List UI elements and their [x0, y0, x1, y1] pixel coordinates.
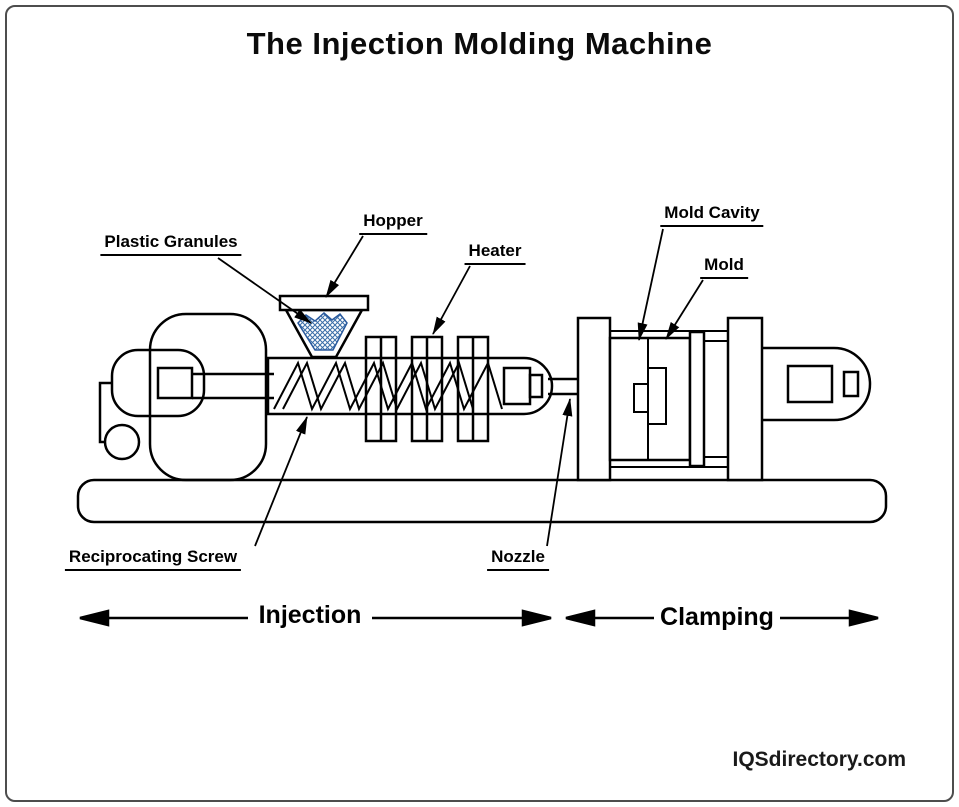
rear-platen — [726, 316, 764, 482]
injection-arrow-left-icon — [79, 609, 110, 627]
label-nozzle: Nozzle — [487, 547, 549, 571]
hopper-shape — [278, 294, 370, 359]
label-reciprocating-screw: Reciprocating Screw — [64, 547, 242, 571]
section-arrows — [79, 609, 879, 627]
drive-wheel — [103, 423, 141, 461]
fixed-platen — [576, 316, 612, 482]
check-valve — [502, 366, 532, 406]
clamp-piston — [786, 364, 834, 404]
mold-shape — [608, 336, 692, 462]
clamp-cylinder — [762, 346, 872, 422]
heater-bands — [364, 335, 490, 443]
barrel — [266, 356, 580, 416]
label-heater: Heater — [464, 241, 526, 265]
mold-leader — [665, 279, 704, 340]
clamping-arrow-left-icon — [565, 609, 596, 627]
mold-cavity-leader — [637, 228, 664, 341]
section-label-clamping: Clamping — [660, 603, 774, 631]
section-label-injection: Injection — [258, 601, 362, 629]
hopper-cap — [278, 294, 370, 312]
screw-leader — [254, 416, 308, 547]
clamping-unit — [576, 316, 764, 482]
mold-cavity-shape — [633, 338, 667, 460]
hopper-leader — [325, 235, 364, 298]
heater-leader — [432, 265, 471, 335]
diagram-title: The Injection Molding Machine — [246, 26, 713, 61]
label-mold-cavity: Mold Cavity — [660, 203, 764, 227]
hydraulic-cylinder — [110, 348, 206, 418]
reciprocating-screw-shape — [273, 360, 503, 412]
leader-lines — [217, 228, 704, 547]
injection-drive-unit — [98, 312, 274, 482]
label-hopper: Hopper — [359, 211, 427, 235]
piston-block — [156, 366, 194, 400]
nozzle-leader — [546, 398, 573, 547]
clamping-arrow-right-icon — [848, 609, 879, 627]
machine-base — [76, 478, 888, 524]
plastic-granules-leader — [217, 257, 312, 324]
watermark: IQSdirectory.com — [732, 748, 907, 771]
label-plastic-granules: Plastic Granules — [100, 232, 242, 256]
injection-arrow-right-icon — [521, 609, 552, 627]
moving-platen — [688, 330, 706, 468]
label-mold: Mold — [700, 255, 748, 279]
